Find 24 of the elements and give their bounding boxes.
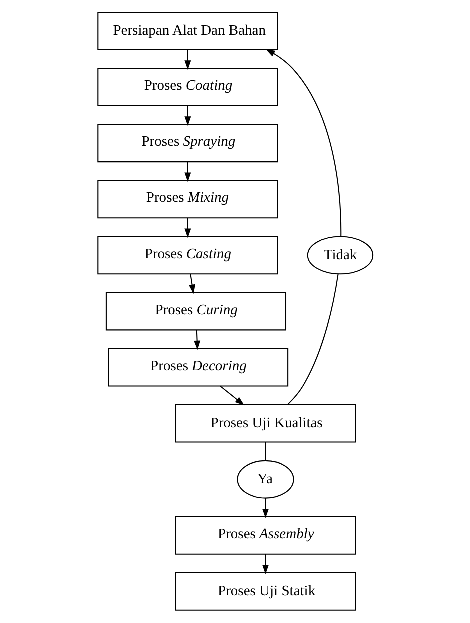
- node-box: Proses Coating: [97, 68, 278, 107]
- node-box: Proses Assembly: [174, 516, 356, 555]
- arrow: [262, 554, 269, 574]
- node-box: Proses Uji Statik: [174, 572, 356, 611]
- arrow: [265, 49, 342, 237]
- arrow: [188, 274, 196, 294]
- arrow: [184, 218, 191, 238]
- node-box: Proses Uji Kualitas: [174, 404, 356, 443]
- node-box: Proses Casting: [97, 236, 278, 275]
- node-ellipse: Ya: [236, 460, 294, 499]
- arrow: [184, 162, 191, 182]
- arrow: [184, 106, 191, 126]
- connector: [287, 274, 338, 405]
- node-box: Proses Spraying: [97, 124, 278, 163]
- arrow: [194, 330, 200, 350]
- connector: [264, 442, 266, 461]
- node-box: Proses Curing: [105, 292, 286, 331]
- arrow: [262, 498, 269, 518]
- node-box: Proses Mixing: [97, 180, 278, 219]
- node-box: Proses Decoring: [108, 348, 288, 387]
- node-ellipse: Tidak: [306, 236, 374, 275]
- arrow: [220, 386, 244, 406]
- arrow: [184, 50, 191, 70]
- node-box: Persiapan Alat Dan Bahan: [97, 12, 278, 50]
